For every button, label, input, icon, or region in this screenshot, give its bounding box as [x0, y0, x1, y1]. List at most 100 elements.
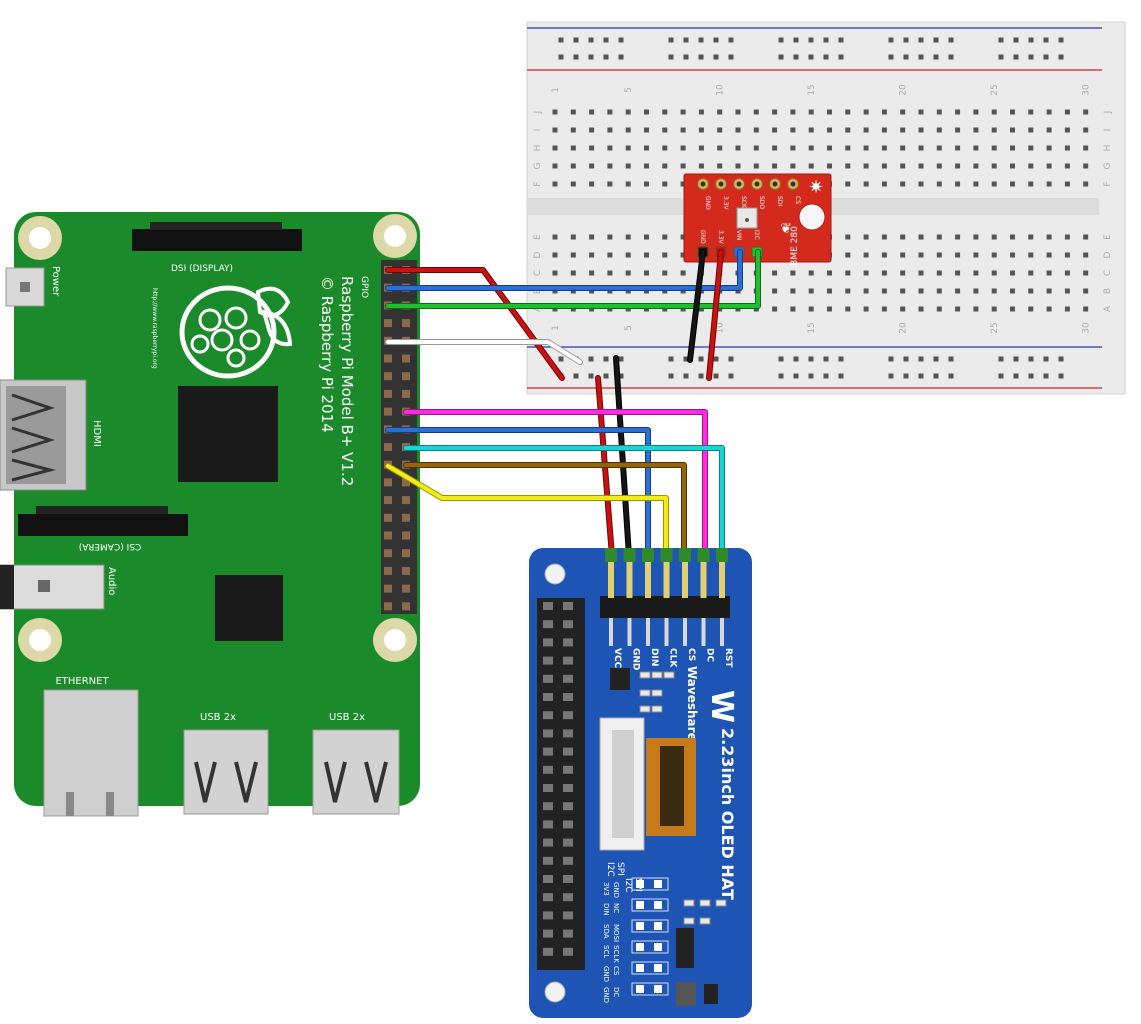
gpio-pin [384, 407, 392, 416]
breadboard-hole [790, 288, 796, 294]
rail-hole [918, 54, 924, 60]
rail-hole [793, 373, 799, 379]
rail-hole [728, 373, 734, 379]
rail-hole [1013, 37, 1019, 43]
breadboard-hole [827, 163, 832, 169]
gear-icon: ✷ [808, 177, 823, 198]
oled-pin-cap [623, 548, 636, 562]
breadboard-hole [1083, 234, 1089, 240]
csi-connector [18, 514, 188, 536]
breadboard-hole [717, 127, 723, 133]
breadboard-hole [973, 288, 979, 294]
sensor-pin-label: GND [704, 196, 711, 210]
rail-hole [1058, 54, 1064, 60]
breadboard-hole [570, 145, 576, 151]
header-hole [563, 620, 573, 629]
breadboard-hole [827, 127, 832, 133]
breadboard-hole [1083, 270, 1089, 276]
breadboard-hole [662, 127, 668, 133]
breadboard-hole [881, 127, 887, 133]
raspberry-pi-board: DSI (DISPLAY) CSI (CAMERA) Power HDMI Au… [0, 212, 420, 817]
rail-hole [998, 37, 1004, 43]
row-letter: C [533, 270, 543, 276]
oled-pin-label: CS [686, 648, 696, 661]
ethernet-port [43, 689, 139, 817]
gpio-pin [384, 372, 392, 381]
table-cell: SCL [602, 945, 610, 958]
rail-hole [918, 37, 924, 43]
header-hole [543, 911, 553, 920]
breadboard-hole [808, 306, 814, 312]
sensor-name: BME 280 [790, 226, 800, 266]
header-hole [543, 765, 553, 774]
breadboard-hole [698, 127, 704, 133]
rail-hole [1043, 54, 1049, 60]
rail-hole [1028, 54, 1034, 60]
breadboard-hole [918, 145, 924, 151]
breadboard-hole [955, 306, 961, 312]
csi-label: CSI (CAMERA) [79, 541, 141, 551]
breadboard-hole [570, 234, 576, 240]
pad [636, 922, 644, 930]
column-number: 20 [899, 322, 909, 334]
breadboard-hole [900, 127, 906, 133]
breadboard-hole [680, 145, 686, 151]
pad-pair [631, 919, 669, 933]
rail-hole [933, 54, 939, 60]
table-cell: SCLK [612, 945, 620, 963]
breadboard-hole [1010, 181, 1015, 187]
row-letter: A [1103, 305, 1113, 312]
breadboard-hole [662, 163, 668, 169]
rail-hole [618, 373, 624, 379]
breadboard-hole [1064, 109, 1070, 115]
breadboard-hole [845, 234, 851, 240]
inductor-small [676, 982, 696, 1006]
row-letter: B [1103, 288, 1113, 294]
rail-hole [998, 54, 1004, 60]
header-hole [543, 929, 553, 938]
rail-hole [683, 373, 689, 379]
breadboard-hole [570, 163, 576, 169]
header-hole [543, 838, 553, 847]
rail-hole [668, 54, 674, 60]
pad-pair [631, 961, 669, 975]
breadboard-hole [845, 127, 851, 133]
pad [654, 985, 662, 993]
rail-hole [1058, 37, 1064, 43]
sensor-pin-hole [700, 181, 706, 187]
breadboard-hole [625, 145, 631, 151]
smd-component [651, 689, 663, 697]
breadboard-hole [1064, 288, 1070, 294]
oled-smd-components [610, 668, 727, 1006]
table-cell: 3V3 [602, 882, 610, 896]
header-hole [543, 875, 553, 883]
gpio-pin [402, 372, 410, 381]
breadboard-hole [863, 109, 869, 115]
oled-pin-cap [679, 548, 691, 562]
breadboard-hole [790, 270, 796, 276]
breadboard-hole [589, 145, 595, 151]
rail-hole [713, 54, 719, 60]
row-letter: D [1103, 251, 1113, 258]
rpi-title: Raspberry Pi Model B+ V1.2 [338, 276, 356, 486]
rail-hole [823, 356, 829, 362]
rail-hole [778, 54, 784, 60]
breadboard-hole [863, 288, 869, 294]
pad [654, 922, 662, 930]
breadboard-hole [589, 109, 595, 115]
header-hole [563, 856, 573, 865]
pad [636, 985, 644, 993]
breadboard-hole [735, 109, 741, 115]
column-number: 30 [1082, 84, 1092, 96]
breadboard-hole [680, 234, 686, 240]
gpio-pin [384, 602, 392, 611]
header-hole [563, 911, 573, 920]
rail-hole [588, 373, 594, 379]
breadboard-hole [991, 109, 997, 115]
breadboard-hole [918, 270, 924, 276]
oled-pin [719, 558, 725, 598]
breadboard-hole [918, 252, 924, 258]
oled-title: 2.23inch OLED HAT [718, 728, 737, 900]
smd-component [639, 705, 651, 713]
breadboard-hole [1010, 306, 1015, 312]
